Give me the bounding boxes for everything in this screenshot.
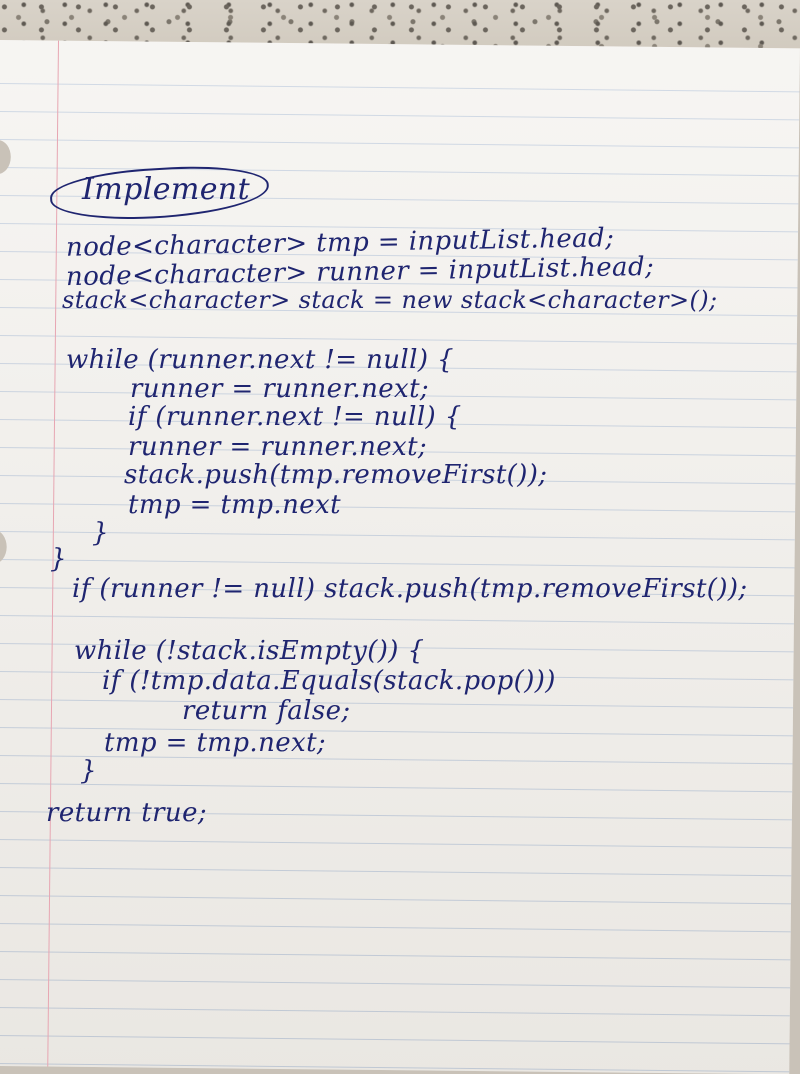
code-line: return false; xyxy=(182,696,351,726)
code-line: stack.push(tmp.removeFirst()); xyxy=(124,460,548,490)
code-line: while (runner.next != null) { xyxy=(66,345,454,375)
code-line: if (runner != null) stack.push(tmp.remov… xyxy=(72,574,748,604)
note-title: Implement xyxy=(82,172,251,207)
code-line: } xyxy=(50,544,67,574)
code-line: if (!tmp.data.Equals(stack.pop())) xyxy=(102,666,556,696)
code-line: } xyxy=(92,518,109,548)
code-line: tmp = tmp.next; xyxy=(104,728,327,758)
code-line: tmp = tmp.next xyxy=(128,490,341,520)
code-line: stack<character> stack = new stack<chara… xyxy=(62,286,718,314)
code-line: runner = runner.next; xyxy=(128,432,428,462)
code-line: if (runner.next != null) { xyxy=(128,402,462,432)
code-line: while (!stack.isEmpty()) { xyxy=(74,636,425,666)
code-line: return true; xyxy=(46,798,208,828)
code-line: } xyxy=(80,756,97,786)
code-line: runner = runner.next; xyxy=(130,374,430,404)
